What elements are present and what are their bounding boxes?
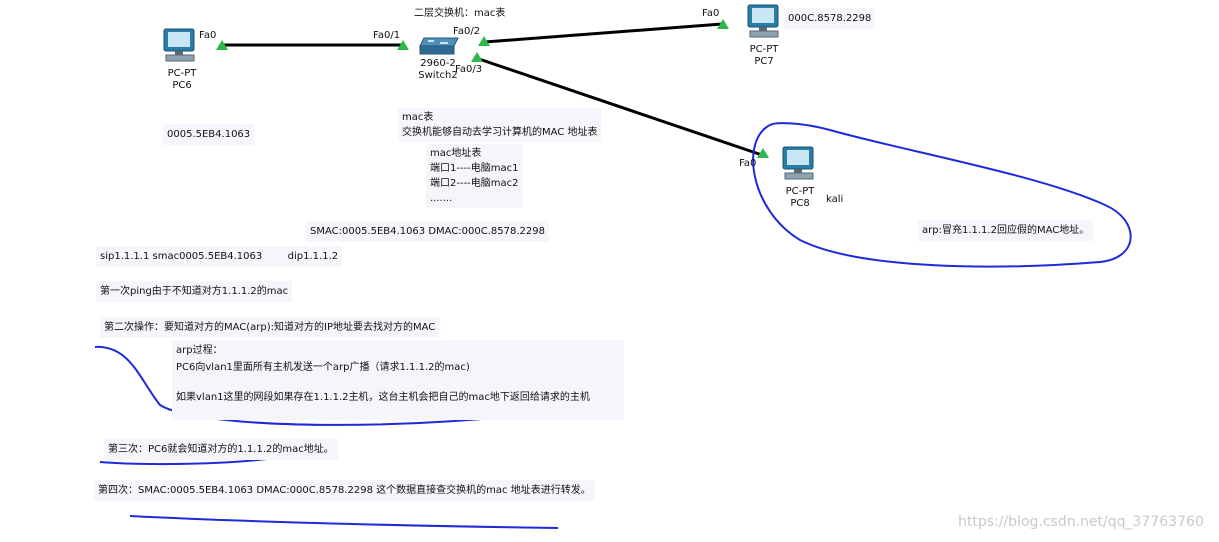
step4-note: 第四次：SMAC:0005.5EB4.1063 DMAC:000C.8578.2… [94, 480, 595, 501]
switch-label: 2960-2 Switch2 [414, 58, 462, 82]
sw-fa01-label: Fa0/1 [373, 30, 401, 41]
step2-note: 第二次操作：要知道对方的MAC(arp):知道对方的IP地址要去找对方的MAC [100, 317, 440, 338]
pc6-name: PC6 [172, 80, 192, 91]
port-marker-pc8-fa0 [757, 148, 769, 158]
watermark: https://blog.csdn.net/qq_37763760 [958, 514, 1204, 530]
arp-fake-note: arp:冒充1.1.1.2回应假的MAC地址。 [918, 220, 1094, 241]
pc7-label: PC-PT PC7 [740, 44, 788, 68]
arp-process-note: arp过程： PC6向vlan1里面所有主机发送一个arp广播（请求1.1.1.… [172, 340, 624, 420]
pc6-mac-note: 0005.5EB4.1063 [163, 124, 255, 145]
sw-fa03-label: Fa0/3 [455, 64, 483, 75]
pc7-port-label: Fa0 [702, 8, 720, 19]
switch-name: Switch2 [418, 70, 458, 81]
pc-icon [163, 28, 195, 62]
mac-table-note: mac地址表 端口1----电脑mac1 端口2----电脑mac2 .....… [426, 144, 523, 208]
pc-icon [747, 4, 779, 38]
switch-model: 2960-2 [420, 58, 456, 69]
port-marker-pc6-fa0 [216, 40, 228, 50]
switch-title: 二层交换机：mac表 [414, 8, 506, 19]
sw-fa02-label: Fa0/2 [453, 26, 481, 37]
pc7-type: PC-PT [749, 44, 779, 55]
pc8-name: PC8 [790, 198, 810, 209]
pc6-type: PC-PT [167, 68, 197, 79]
underline-step4 [129, 515, 559, 529]
ellipse-annotation-pc8 [752, 122, 1132, 268]
pc8-type: PC-PT [785, 186, 815, 197]
link-switch-pc7 [484, 22, 723, 44]
pc7-mac-note: 000C.8578.2298 [784, 8, 876, 29]
pc6-device[interactable] [160, 28, 200, 64]
pc8-alias: kali [826, 194, 844, 205]
pc8-port-label: Fa0 [739, 158, 757, 169]
mac-note: mac表 交换机能够自动去学习计算机的MAC 地址表 [398, 108, 602, 142]
port-marker-sw-fa03 [471, 52, 483, 62]
link-switch-pc8 [475, 56, 763, 157]
pc7-name: PC7 [754, 56, 774, 67]
pc-icon [782, 146, 814, 180]
port-marker-sw-fa01 [397, 40, 409, 50]
step3-note: 第三次：PC6就会知道对方的1.1.1.2的mac地址。 [104, 439, 338, 460]
port-marker-sw-fa02 [478, 36, 490, 46]
switch-device[interactable] [418, 32, 460, 56]
port-marker-pc7-fa0 [717, 19, 729, 29]
pc7-device[interactable] [744, 4, 784, 40]
pc6-port-label: Fa0 [199, 30, 217, 41]
step1-note: 第一次ping由于不知道对方1.1.1.2的mac [96, 281, 293, 302]
sip-note: sip1.1.1.1 smac0005.5EB4.1063 dip1.1.1.2 [96, 246, 343, 267]
pc6-label: PC-PT PC6 [158, 68, 206, 92]
smac-dmac-note: SMAC:0005.5EB4.1063 DMAC:000C.8578.2298 [306, 221, 549, 242]
switch-icon [419, 37, 459, 55]
pc8-label: PC-PT PC8 [776, 186, 824, 210]
pc8-device[interactable] [779, 146, 819, 182]
